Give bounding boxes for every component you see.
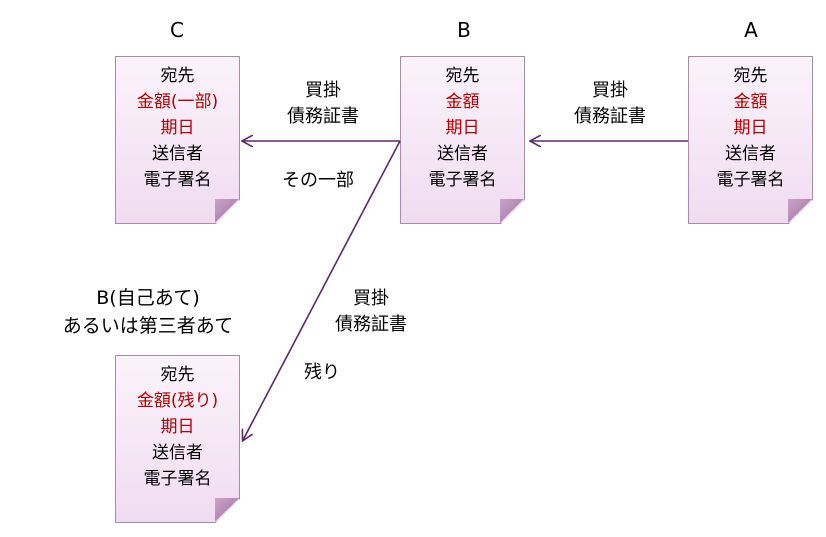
node-label-c: C (170, 18, 184, 42)
arrow-b-to-remainder (243, 140, 401, 440)
label-b-to-c: 買掛 債務証書 (268, 78, 378, 130)
doc-b-signature: 電子署名 (428, 170, 497, 190)
label-b-to-c-note: その一部 (282, 170, 354, 191)
document-remainder: 宛先 金額(残り) 期日 送信者 電子署名 (115, 355, 240, 523)
document-c: 宛先 金額(一部) 期日 送信者 電子署名 (115, 56, 240, 224)
doc-a-signature: 電子署名 (716, 170, 785, 190)
label-a-to-b: 買掛 債務証書 (555, 78, 665, 130)
doc-b-recipient: 宛先 (445, 66, 480, 86)
document-a: 宛先 金額 期日 送信者 電子署名 (688, 56, 813, 224)
doc-c-recipient: 宛先 (160, 66, 195, 86)
doc-remainder-due-date: 期日 (160, 417, 195, 437)
label-b-to-remainder: 買掛 債務証書 (316, 286, 426, 338)
doc-remainder-signature: 電子署名 (143, 469, 212, 489)
doc-c-due-date: 期日 (160, 118, 195, 138)
label-b-to-remainder-note: 残り (304, 362, 340, 383)
label-remainder-recipient-line1: B(自己あて) (96, 287, 200, 309)
doc-c-sender: 送信者 (152, 144, 203, 164)
label-a-to-b-line2: 債務証書 (574, 106, 646, 127)
label-b-to-c-line1: 買掛 (305, 80, 341, 101)
node-label-b: B (457, 18, 471, 42)
label-a-to-b-line1: 買掛 (592, 80, 628, 101)
doc-remainder-sender: 送信者 (152, 443, 203, 463)
doc-c-signature: 電子署名 (143, 170, 212, 190)
doc-a-due-date: 期日 (733, 118, 768, 138)
doc-b-amount: 金額 (445, 92, 480, 112)
doc-b-sender: 送信者 (437, 144, 488, 164)
doc-a-sender: 送信者 (725, 144, 776, 164)
label-b-to-remainder-line2: 債務証書 (335, 314, 407, 335)
label-b-to-c-line2: 債務証書 (287, 106, 359, 127)
doc-b-due-date: 期日 (445, 118, 480, 138)
node-label-a: A (744, 18, 758, 42)
document-b: 宛先 金額 期日 送信者 電子署名 (400, 56, 525, 224)
label-remainder-recipient: B(自己あて) あるいは第三者あて (28, 284, 268, 340)
doc-remainder-recipient: 宛先 (160, 365, 195, 385)
doc-remainder-amount: 金額(残り) (136, 391, 219, 411)
doc-a-amount: 金額 (733, 92, 768, 112)
label-b-to-remainder-line1: 買掛 (353, 288, 389, 309)
label-remainder-recipient-line2: あるいは第三者あて (62, 315, 234, 337)
doc-a-recipient: 宛先 (733, 66, 768, 86)
doc-c-amount: 金額(一部) (136, 92, 219, 112)
